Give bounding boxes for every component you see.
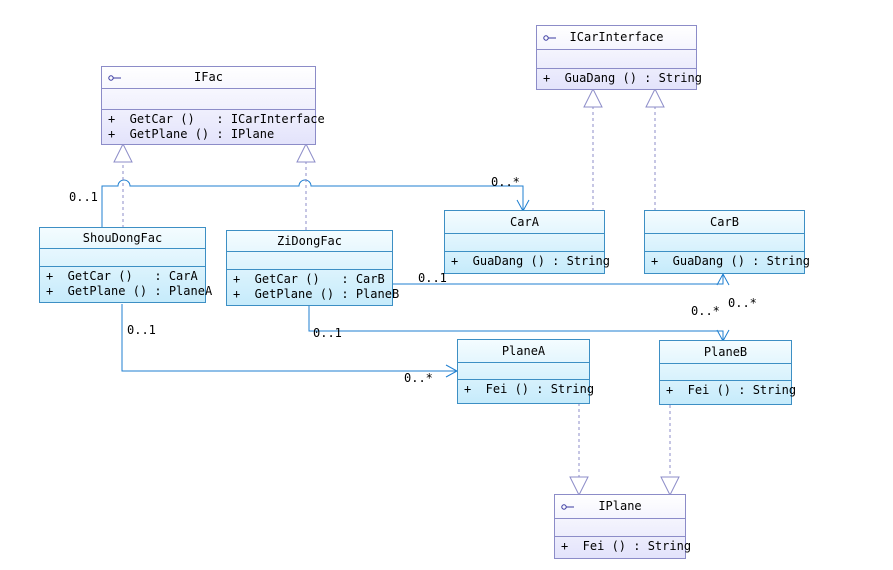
class-name: CarA <box>510 215 539 229</box>
iplane-interface[interactable]: IPlane + Fei () : String <box>554 494 692 559</box>
multiplicity-label: 0..* <box>491 175 520 189</box>
realization-triangle <box>583 87 603 108</box>
realization-triangle <box>113 142 133 163</box>
multiplicity-label: 0..* <box>404 371 433 385</box>
class-name: IPlane <box>598 499 642 513</box>
shoudongfac-class[interactable]: ShouDongFac + GetCar () : CarA + GetPlan… <box>39 227 213 303</box>
class-name: ShouDongFac <box>82 231 163 245</box>
operation: + GetCar () : CarA <box>46 269 198 283</box>
assoc-shoudong-planea <box>121 304 457 372</box>
assoc-zidong-planeb <box>308 306 724 341</box>
operation: + GuaDang () : String <box>451 254 610 268</box>
multiplicity-label: 0..1 <box>418 271 447 285</box>
operation: + GetPlane () : IPlane <box>108 127 275 141</box>
operation: + Fei () : String <box>464 382 595 396</box>
realization-triangle <box>645 87 665 108</box>
icarinterface-interface[interactable]: ICarInterface + GuaDang () : String <box>536 25 702 90</box>
class-name: IFac <box>194 70 223 84</box>
operation: + GuaDang () : String <box>651 254 810 268</box>
interface-lollipop-icon <box>108 74 121 81</box>
operation: + GetCar () : ICarInterface <box>108 112 325 126</box>
carb-class[interactable]: CarB + GuaDang () : String <box>644 210 810 274</box>
class-name: ZiDongFac <box>276 234 343 248</box>
class-name: CarB <box>710 215 739 229</box>
class-name: PlaneA <box>501 344 546 358</box>
multiplicity-label: 0..1 <box>127 323 156 337</box>
interface-lollipop-icon <box>543 34 556 41</box>
operation: + GetPlane () : PlaneA <box>46 284 213 298</box>
operation: + GetCar () : CarB <box>233 272 385 286</box>
realization-triangle <box>296 142 316 163</box>
class-name: ICarInterface <box>569 30 664 44</box>
operation: + GetPlane () : PlaneB <box>233 287 400 301</box>
class-name: PlaneB <box>703 345 748 359</box>
cara-class[interactable]: CarA + GuaDang () : String <box>444 210 610 274</box>
ifac-interface[interactable]: IFac + GetCar () : ICarInterface + GetPl… <box>101 66 325 145</box>
planea-class[interactable]: PlaneA + Fei () : String <box>457 339 595 404</box>
zidongfac-class[interactable]: ZiDongFac + GetCar () : CarB + GetPlane … <box>226 230 400 306</box>
multiplicity-label: 0..* <box>728 296 757 310</box>
operation: + GuaDang () : String <box>543 71 702 85</box>
interface-lollipop-icon <box>561 503 574 510</box>
realization-triangle <box>569 476 589 497</box>
realization-triangle <box>660 476 680 497</box>
assoc-shoudong-cara <box>101 179 524 228</box>
assoc-zidong-carb <box>392 274 724 285</box>
planeb-class[interactable]: PlaneB + Fei () : String <box>659 340 797 405</box>
operation: + Fei () : String <box>561 539 692 553</box>
multiplicity-label: 0..1 <box>69 190 98 204</box>
assoc-zidong-carb-arrow <box>716 272 730 286</box>
multiplicity-label: 0..* <box>691 304 720 318</box>
multiplicity-label: 0..1 <box>313 326 342 340</box>
operation: + Fei () : String <box>666 383 797 397</box>
